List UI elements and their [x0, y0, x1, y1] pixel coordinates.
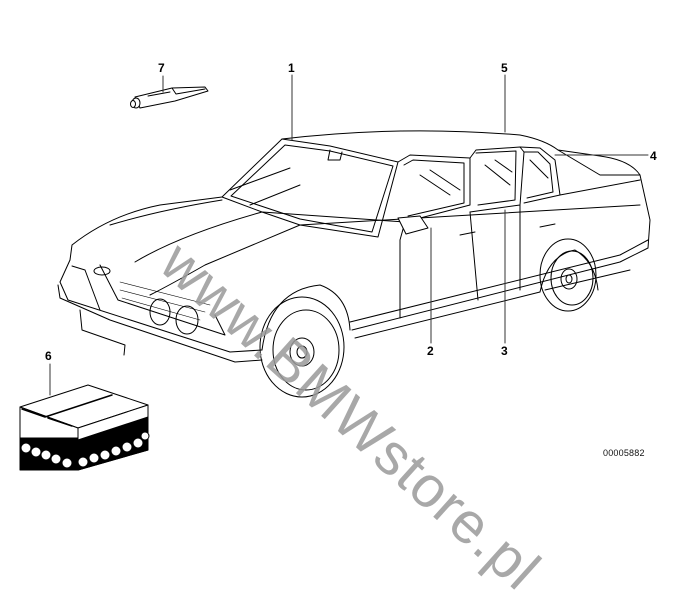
callout-1[interactable]: 1: [288, 61, 295, 75]
kit-box: [20, 385, 149, 470]
car-illustration: [0, 0, 686, 484]
callout-4[interactable]: 4: [650, 149, 657, 163]
callout-7[interactable]: 7: [158, 61, 165, 75]
callout-2[interactable]: 2: [427, 344, 434, 358]
car-body: [58, 131, 650, 397]
leader-lines: [50, 75, 648, 395]
diagram-number: 00005882: [603, 448, 645, 458]
callout-3[interactable]: 3: [501, 344, 508, 358]
callout-5[interactable]: 5: [501, 61, 508, 75]
adhesive-tube: [131, 87, 209, 108]
callout-6[interactable]: 6: [45, 349, 52, 363]
